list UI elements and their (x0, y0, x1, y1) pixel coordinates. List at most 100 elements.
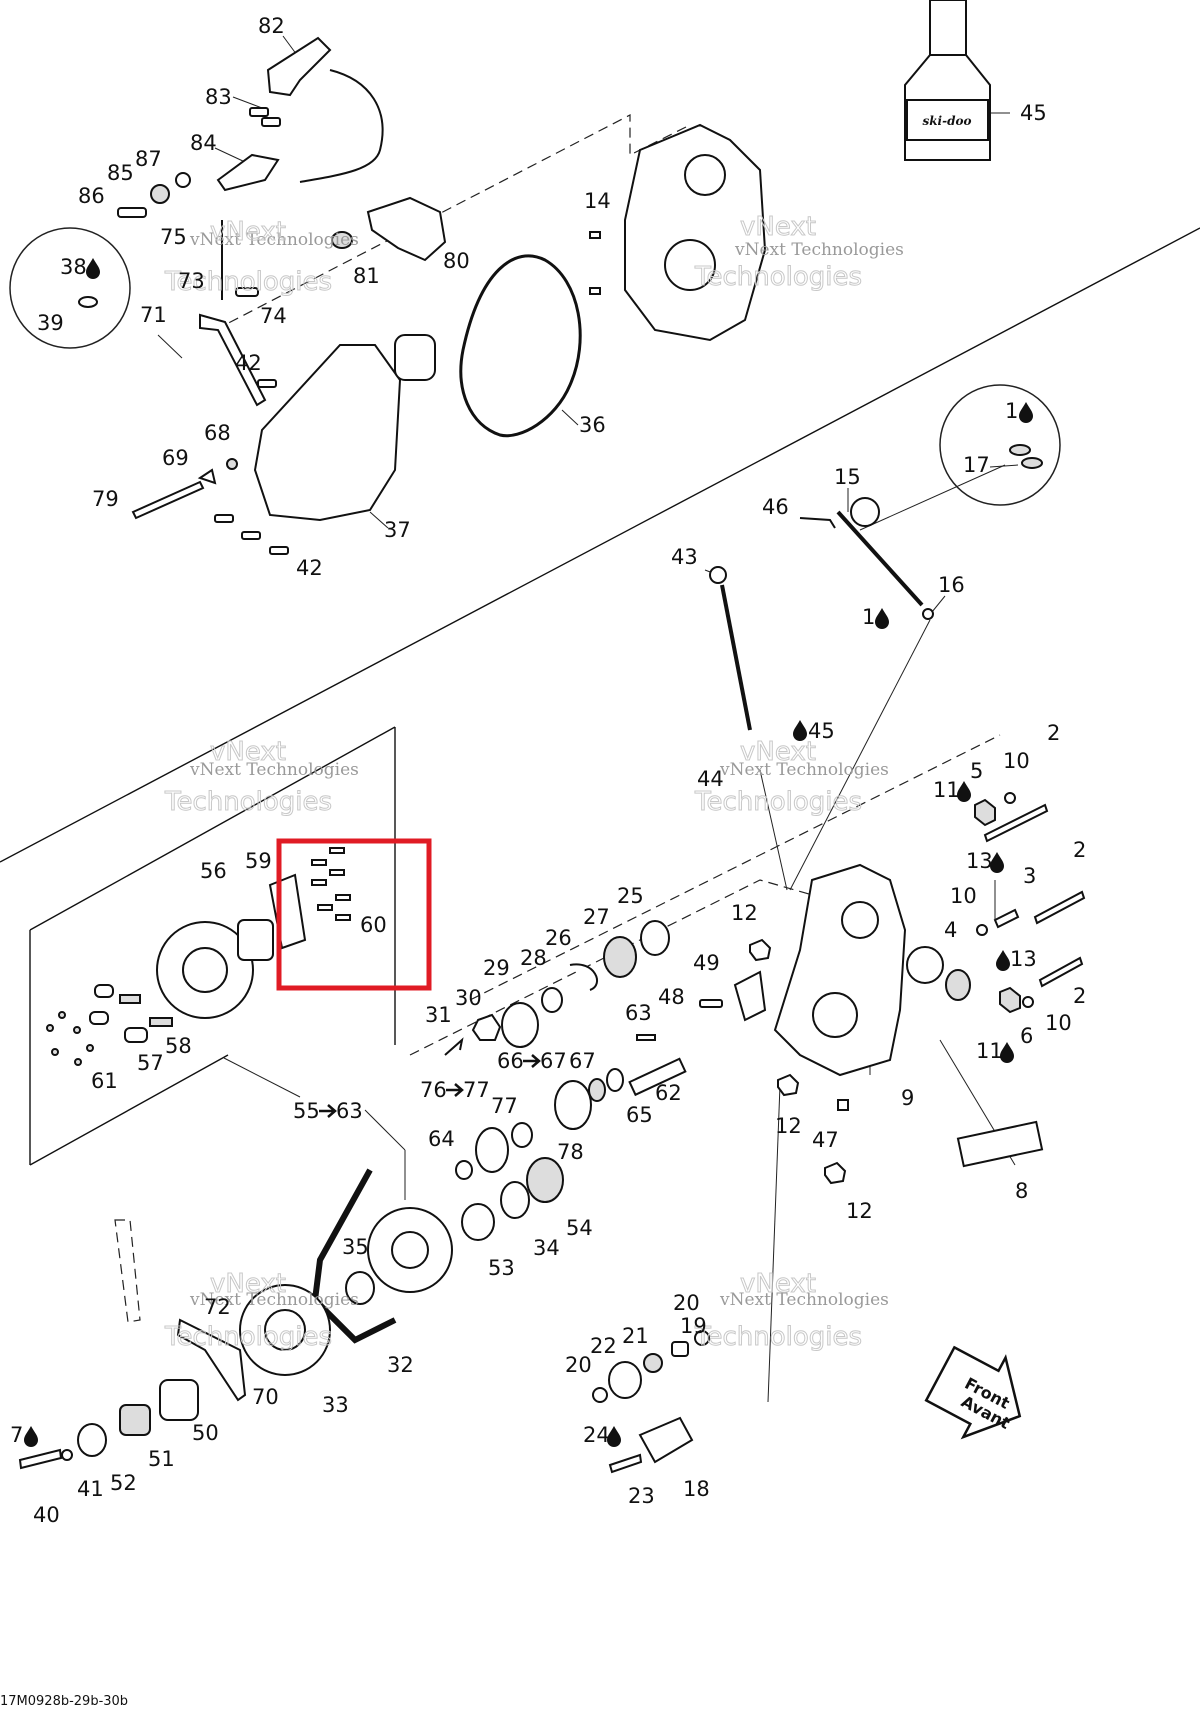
callout-label[interactable]: 10 (1003, 749, 1030, 773)
callout-label[interactable]: 20 (565, 1353, 592, 1377)
callout-label[interactable]: 49 (693, 951, 720, 975)
callout-label[interactable]: 23 (628, 1484, 655, 1508)
callout-label[interactable]: 6 (1020, 1024, 1033, 1048)
callout-label[interactable]: 48 (658, 985, 685, 1009)
callout-label[interactable]: 46 (762, 495, 789, 519)
callout-label[interactable]: 22 (590, 1334, 617, 1358)
callout-label[interactable]: 62 (655, 1081, 682, 1105)
callout-label[interactable]: 42 (235, 351, 262, 375)
callout-45-with-drop[interactable]: 45 (793, 719, 835, 743)
callout-label[interactable]: 53 (488, 1256, 515, 1280)
callout-label[interactable]: 82 (258, 14, 285, 38)
callout-label[interactable]: 56 (200, 859, 227, 883)
callout-label[interactable]: 37 (384, 518, 411, 542)
callout-label[interactable]: 14 (584, 189, 611, 213)
callout-13b-with-drop[interactable]: 13 (996, 947, 1037, 971)
callout-label[interactable]: 12 (731, 901, 758, 925)
callout-label[interactable]: 2 (1073, 838, 1086, 862)
callout-label[interactable]: 81 (353, 264, 380, 288)
callout-label[interactable]: 39 (37, 311, 64, 335)
callout-label[interactable]: 19 (680, 1314, 707, 1338)
callout-66-arrow-67[interactable]: 66 67 (497, 1049, 567, 1073)
callout-label[interactable]: 10 (950, 884, 977, 908)
callout-label[interactable]: 12 (846, 1199, 873, 1223)
callout-label[interactable]: 31 (425, 1003, 452, 1027)
callout-label[interactable]: 5 (970, 759, 983, 783)
callout-label[interactable]: 69 (162, 446, 189, 470)
callout-label[interactable]: 25 (617, 884, 644, 908)
callout-1b-with-drop[interactable]: 1 (862, 605, 889, 629)
callout-label[interactable]: 83 (205, 85, 232, 109)
callout-label[interactable]: 70 (252, 1385, 279, 1409)
callout-label[interactable]: 52 (110, 1471, 137, 1495)
callout-label[interactable]: 77 (491, 1094, 518, 1118)
callout-label[interactable]: 50 (192, 1421, 219, 1445)
callout-label[interactable]: 58 (165, 1034, 192, 1058)
callout-label[interactable]: 10 (1045, 1011, 1072, 1035)
callout-label[interactable]: 43 (671, 545, 698, 569)
callout-label[interactable]: 36 (579, 413, 606, 437)
callout-11b-with-drop[interactable]: 11 (976, 1039, 1014, 1063)
callout-38-with-drop[interactable]: 38 (60, 255, 100, 279)
callout-label[interactable]: 44 (697, 767, 724, 791)
callout-label[interactable]: 32 (387, 1353, 414, 1377)
callout-label[interactable]: 79 (92, 487, 119, 511)
callout-label[interactable]: 57 (137, 1051, 164, 1075)
callout-label[interactable]: 78 (557, 1140, 584, 1164)
callout-label[interactable]: 26 (545, 926, 572, 950)
callout-label[interactable]: 61 (91, 1069, 118, 1093)
callout-label[interactable]: 35 (342, 1235, 369, 1259)
callout-label[interactable]: 33 (322, 1393, 349, 1417)
callout-label[interactable]: 71 (140, 303, 167, 327)
callout-label[interactable]: 27 (583, 905, 610, 929)
callout-label[interactable]: 20 (673, 1291, 700, 1315)
callout-1-with-drop[interactable]: 1 (1005, 399, 1033, 423)
callout-label[interactable]: 15 (834, 465, 861, 489)
callout-label[interactable]: 64 (428, 1127, 455, 1151)
callout-24-with-drop[interactable]: 24 (583, 1423, 621, 1447)
callout-label[interactable]: 84 (190, 131, 217, 155)
callout-label[interactable]: 72 (204, 1295, 231, 1319)
callout-label[interactable]: 9 (901, 1086, 914, 1110)
callout-label[interactable]: 3 (1023, 864, 1036, 888)
callout-55-arrow-63[interactable]: 55 63 (293, 1099, 363, 1123)
callout-label[interactable]: 68 (204, 421, 231, 445)
callout-label[interactable]: 85 (107, 161, 134, 185)
callout-label[interactable]: 54 (566, 1216, 593, 1240)
callout-7-with-drop[interactable]: 7 (10, 1423, 38, 1447)
callout-label[interactable]: 16 (938, 573, 965, 597)
callout-label[interactable]: 59 (245, 849, 272, 873)
callout-label[interactable]: 73 (178, 269, 205, 293)
callout-11-with-drop[interactable]: 11 (933, 778, 971, 802)
callout-label[interactable]: 21 (622, 1324, 649, 1348)
callout-label[interactable]: 28 (520, 946, 547, 970)
callout-label[interactable]: 51 (148, 1447, 175, 1471)
callout-label[interactable]: 2 (1047, 721, 1060, 745)
callout-label[interactable]: 87 (135, 147, 162, 171)
callout-label[interactable]: 40 (33, 1503, 60, 1527)
callout-label[interactable]: 30 (455, 986, 482, 1010)
callout-76-arrow-77[interactable]: 76 77 (420, 1078, 490, 1102)
callout-label[interactable]: 47 (812, 1128, 839, 1152)
callout-label[interactable]: 2 (1073, 984, 1086, 1008)
callout-label[interactable]: 34 (533, 1236, 560, 1260)
callout-label[interactable]: 65 (626, 1103, 653, 1127)
callout-label[interactable]: 67 (569, 1049, 596, 1073)
callout-label[interactable]: 80 (443, 249, 470, 273)
callout-label[interactable]: 41 (77, 1477, 104, 1501)
callout-label[interactable]: 8 (1015, 1179, 1028, 1203)
callout-label[interactable]: 75 (160, 225, 187, 249)
callout-label[interactable]: 45 (1020, 101, 1047, 125)
callout-label[interactable]: 12 (775, 1114, 802, 1138)
highlight-box-part-60[interactable] (276, 838, 432, 991)
callout-label[interactable]: 17 (963, 453, 990, 477)
callout-label[interactable]: 18 (683, 1477, 710, 1501)
callout-label[interactable]: 86 (78, 184, 105, 208)
callout-label[interactable]: 4 (944, 918, 957, 942)
callout-label[interactable]: 60 (360, 913, 387, 937)
callout-label[interactable]: 42 (296, 556, 323, 580)
callout-label[interactable]: 74 (260, 304, 287, 328)
callout-13-with-drop[interactable]: 13 (966, 849, 1004, 873)
callout-label[interactable]: 29 (483, 956, 510, 980)
callout-label[interactable]: 63 (625, 1001, 652, 1025)
